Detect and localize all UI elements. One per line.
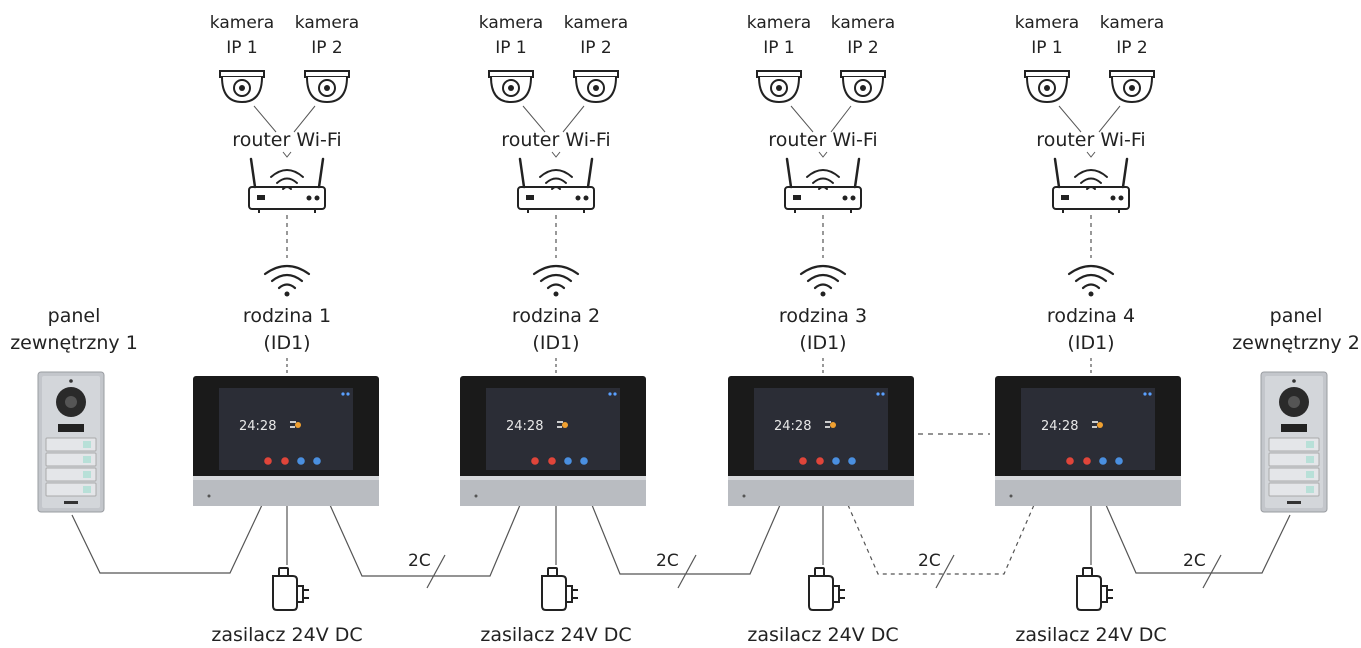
ip-camera-1-icon xyxy=(756,70,802,103)
power-supply-1-icon xyxy=(272,567,310,611)
indoor-monitor-4 xyxy=(995,376,1181,506)
router-icon xyxy=(247,157,327,215)
power-supply-1-label: zasilacz 24V DC xyxy=(211,624,362,646)
column-family-3: kamera IP 1 kamera IP 2 router Wi-Fi rod… xyxy=(728,13,914,646)
camera-1-label-line2: IP 1 xyxy=(495,38,527,58)
power-supply-3-label: zasilacz 24V DC xyxy=(747,624,898,646)
camera-2-label-line1: kamera xyxy=(1100,13,1164,33)
camera-1-label-line1: kamera xyxy=(1015,13,1079,33)
bus-slash-4 xyxy=(1202,554,1222,589)
family-1-name: rodzina 1 xyxy=(243,305,331,327)
family-4-name: rodzina 4 xyxy=(1047,305,1135,327)
monitor-4-time: 24:28 xyxy=(1041,419,1078,434)
column-family-4: kamera IP 1 kamera IP 2 router Wi-Fi rod… xyxy=(995,13,1181,646)
ip-camera-1-icon xyxy=(219,70,265,103)
family-2-id: (ID1) xyxy=(532,332,579,354)
router-label: router Wi-Fi xyxy=(1036,129,1145,151)
router-icon xyxy=(1051,157,1131,215)
camera-1-label-line1: kamera xyxy=(747,13,811,33)
indoor-monitor-1 xyxy=(193,376,379,506)
router-label: router Wi-Fi xyxy=(768,129,877,151)
ip-camera-2-icon xyxy=(304,70,350,103)
camera-2-label-line2: IP 2 xyxy=(311,38,343,58)
camera-1-label-line1: kamera xyxy=(479,13,543,33)
bus-label-3: 2C xyxy=(918,551,941,571)
bus-slash-3 xyxy=(935,554,955,589)
wire-monitor4-panel2 xyxy=(1105,504,1291,574)
rfid-reader xyxy=(1281,424,1307,432)
outdoor-panel-1 xyxy=(37,371,105,513)
bus-slash-2 xyxy=(677,554,697,589)
ip-camera-1-icon xyxy=(1024,70,1070,103)
column-family-2: kamera IP 1 kamera IP 2 router Wi-Fi rod… xyxy=(460,13,646,646)
camera-1-label-line2: IP 1 xyxy=(226,38,258,58)
family-2-name: rodzina 2 xyxy=(512,305,600,327)
family-4-id: (ID1) xyxy=(1067,332,1114,354)
wifi-icon xyxy=(532,264,580,298)
bus-slash-1 xyxy=(426,554,446,589)
camera-2-label-line2: IP 2 xyxy=(847,38,879,58)
camera-2-label-line1: kamera xyxy=(831,13,895,33)
rfid-reader xyxy=(58,424,84,432)
power-supply-3-icon xyxy=(808,567,846,611)
camera-2-label-line1: kamera xyxy=(295,13,359,33)
bus-label-4: 2C xyxy=(1183,551,1206,571)
indoor-monitor-2 xyxy=(460,376,646,506)
family-3-name: rodzina 3 xyxy=(779,305,867,327)
wire-monitor3-monitor4 xyxy=(847,504,1035,575)
wire-panel1-monitor1 xyxy=(71,504,263,574)
router-icon xyxy=(516,157,596,215)
bus-label-2: 2C xyxy=(656,551,679,571)
wifi-icon xyxy=(263,264,311,298)
wifi-icon xyxy=(799,264,847,298)
outdoor-panel-2-label-line2: zewnętrzny 2 xyxy=(1232,332,1360,354)
ip-camera-2-icon xyxy=(840,70,886,103)
camera-1-label-line1: kamera xyxy=(210,13,274,33)
power-supply-2-icon xyxy=(541,567,579,611)
ip-camera-2-icon xyxy=(1109,70,1155,103)
outdoor-panel-2 xyxy=(1260,371,1328,513)
family-1-id: (ID1) xyxy=(263,332,310,354)
outdoor-panel-1-label-line1: panel xyxy=(48,305,101,327)
camera-1-label-line2: IP 1 xyxy=(1031,38,1063,58)
router-icon xyxy=(783,157,863,215)
camera-2-label-line1: kamera xyxy=(564,13,628,33)
wire-monitor1-monitor2 xyxy=(329,504,521,577)
wifi-icon xyxy=(1067,264,1115,298)
monitor-2-time: 24:28 xyxy=(506,419,543,434)
bus-label-1: 2C xyxy=(408,551,431,571)
indoor-monitor-3 xyxy=(728,376,914,506)
camera-2-label-line2: IP 2 xyxy=(1116,38,1148,58)
ip-camera-2-icon xyxy=(573,70,619,103)
outdoor-panel-1-label-line2: zewnętrzny 1 xyxy=(10,332,138,354)
camera-2-label-line2: IP 2 xyxy=(580,38,612,58)
router-label: router Wi-Fi xyxy=(232,129,341,151)
power-supply-2-label: zasilacz 24V DC xyxy=(480,624,631,646)
router-label: router Wi-Fi xyxy=(501,129,610,151)
wire-monitor2-monitor3 xyxy=(591,504,781,575)
monitor-1-time: 24:28 xyxy=(239,419,276,434)
power-supply-4-icon xyxy=(1076,567,1114,611)
wiring xyxy=(71,433,1291,589)
family-3-id: (ID1) xyxy=(799,332,846,354)
monitor-3-time: 24:28 xyxy=(774,419,811,434)
camera-1-label-line2: IP 1 xyxy=(763,38,795,58)
column-family-1: kamera IP 1 kamera IP 2 router Wi-Fi rod… xyxy=(193,13,379,646)
power-supply-4-label: zasilacz 24V DC xyxy=(1015,624,1166,646)
outdoor-panel-2-label-line1: panel xyxy=(1270,305,1323,327)
ip-camera-1-icon xyxy=(488,70,534,103)
